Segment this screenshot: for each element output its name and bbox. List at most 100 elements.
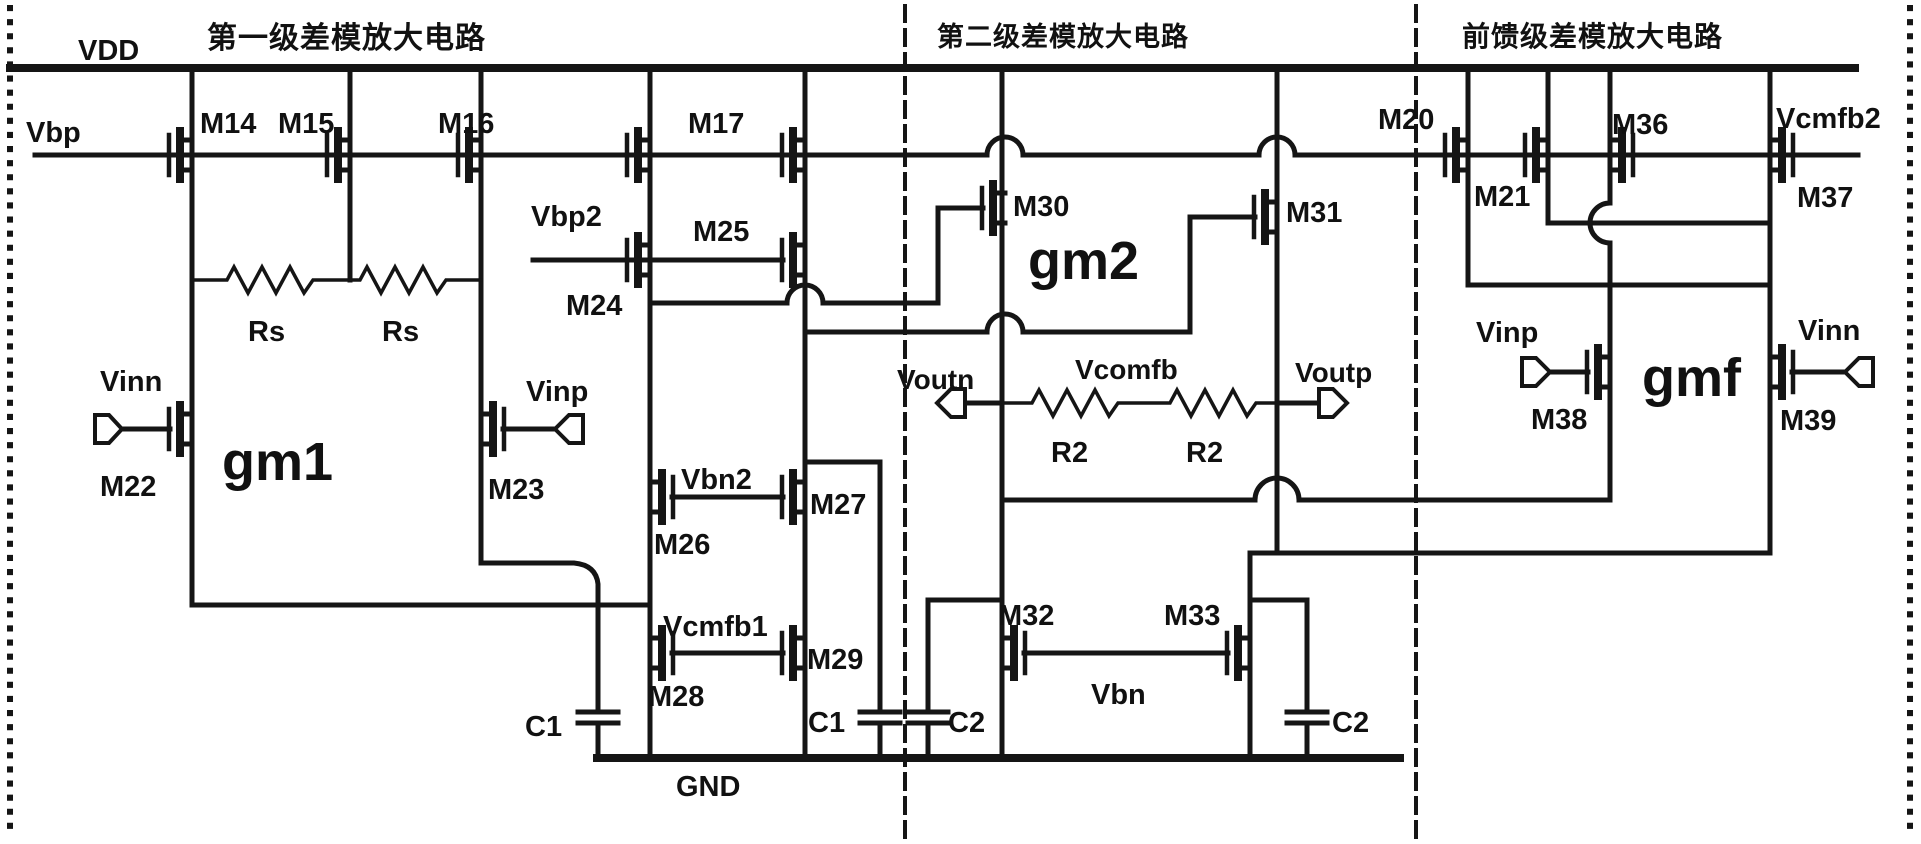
vinn-gm1-port-arrow-icon: [93, 413, 125, 445]
capacitor-c2-right-plates: [1284, 709, 1330, 726]
vbn-label: Vbn: [1091, 679, 1146, 711]
m25-label: M25: [693, 216, 749, 248]
mosfet-m23: [478, 401, 507, 457]
rs-left-label: Rs: [248, 316, 285, 348]
wire-c2-left: [925, 597, 1005, 715]
m26-label: M26: [654, 529, 710, 561]
vdd-label: VDD: [78, 35, 139, 67]
m20-label: M20: [1378, 104, 1434, 136]
vbn2-label: Vbn2: [681, 464, 752, 496]
voutp-port-arrow-icon: [1317, 387, 1350, 419]
vcmfb2-label: Vcmfb2: [1776, 103, 1881, 135]
m23-label: M23: [488, 474, 544, 506]
c2-left-label: C2: [948, 707, 985, 739]
m37-label: M37: [1797, 182, 1853, 214]
m36-label: M36: [1612, 109, 1668, 141]
stage1-title: 第一级差模放大电路: [207, 21, 486, 55]
c1-right-label: C1: [808, 707, 845, 739]
gm1-stage-label: gm1: [222, 432, 333, 492]
mosfet-m24: [624, 232, 653, 288]
mosfet-m14: [166, 127, 195, 183]
mosfet-m15: [324, 127, 353, 183]
mosfet-m38: [1584, 344, 1613, 400]
mosfet-m31: [1251, 189, 1280, 245]
c1-left-label: C1: [525, 711, 562, 743]
m29-label: M29: [807, 644, 863, 676]
vcmfb1-label: Vcmfb1: [663, 611, 768, 643]
resistor-r2-pair: [1000, 386, 1279, 420]
mosfet-m16: [455, 127, 484, 183]
vbp-bias-line: [32, 134, 1861, 158]
c2-right-label: C2: [1332, 707, 1369, 739]
m39-label: M39: [1780, 405, 1836, 437]
wire-c1-right: [802, 459, 883, 715]
vinp-gmf-label: Vinp: [1476, 317, 1538, 349]
capacitor-c2-left-plates: [905, 709, 951, 726]
gnd-label: GND: [676, 771, 740, 803]
m33-label: M33: [1164, 600, 1220, 632]
mosfet-m27: [779, 469, 808, 525]
mosfet-m32: [999, 625, 1028, 681]
m14-label: M14: [200, 108, 256, 140]
wire-m36-m38-column: [1587, 65, 1613, 503]
m17-label: M17: [688, 108, 744, 140]
m28-label: M28: [648, 681, 704, 713]
m32-label: M32: [998, 600, 1054, 632]
stage2-title: 第二级差模放大电路: [937, 21, 1189, 52]
m31-label: M31: [1286, 197, 1342, 229]
mosfet-m26: [647, 469, 676, 525]
m24-label: M24: [566, 290, 622, 322]
voutn-port-arrow-icon: [934, 387, 967, 419]
mosfet-m30: [979, 180, 1008, 236]
vinn-gmf-port-arrow-icon: [1842, 356, 1875, 388]
stage3-title: 前馈级差模放大电路: [1462, 20, 1723, 52]
mosfet-symbols: [166, 127, 1796, 681]
mosfet-m29: [779, 625, 808, 681]
wire-m23-tail: [478, 560, 601, 715]
mosfet-m21: [1522, 127, 1551, 183]
gmf-stage-label: gmf: [1642, 348, 1742, 408]
resistor-rs-pair: [190, 263, 483, 297]
mosfet-m20: [1442, 127, 1471, 183]
wire-c2-right: [1247, 597, 1310, 715]
rs-right-label: Rs: [382, 316, 419, 348]
m38-label: M38: [1531, 404, 1587, 436]
mosfet-m36: [1607, 127, 1636, 183]
voutp-label: Voutp: [1295, 357, 1372, 388]
gm2-stage-label: gm2: [1028, 231, 1139, 291]
vbp2-label: Vbp2: [531, 201, 602, 233]
mosfet-m28: [647, 625, 676, 681]
r2-left-label: R2: [1051, 437, 1088, 469]
vinp-gm1-port-arrow-icon: [552, 413, 585, 445]
mosfet-m17: [779, 127, 808, 183]
m16-label: M16: [438, 108, 494, 140]
mosfet-m33: [1224, 625, 1253, 681]
mosfet-m22: [166, 401, 195, 457]
mosfet-m25: [779, 232, 808, 288]
mosfet-m39: [1767, 344, 1796, 400]
vcomfb-label: Vcomfb: [1075, 354, 1178, 385]
wire-gm1-output-a-to-m30-gate: [647, 205, 986, 306]
capacitor-c1-left-plates: [575, 709, 621, 726]
m27-label: M27: [810, 489, 866, 521]
wire-m14-m22-column: [189, 65, 653, 608]
wire-voutn-node-to-m38: [999, 475, 1613, 503]
vinn-gmf-label: Vinn: [1798, 315, 1860, 347]
vbp-label: Vbp: [26, 117, 81, 149]
vinn-gm1-label: Vinn: [100, 366, 162, 398]
m21-label: M21: [1474, 181, 1530, 213]
r2-right-label: R2: [1186, 437, 1223, 469]
vinp-gm1-label: Vinp: [526, 376, 588, 408]
voutn-label: Voutn: [897, 364, 974, 395]
wire-gm1-output-b-to-m31-gate: [802, 214, 1258, 335]
m15-label: M15: [278, 108, 334, 140]
m22-label: M22: [100, 471, 156, 503]
m30-label: M30: [1013, 191, 1069, 223]
mosfet-m37: [1767, 127, 1796, 183]
wire-m33-column-voutp-node: [1247, 550, 1773, 761]
vinp-gmf-port-arrow-icon: [1520, 356, 1553, 388]
capacitor-c1-right-plates: [857, 709, 903, 726]
mosfet-m16b: [624, 127, 653, 183]
